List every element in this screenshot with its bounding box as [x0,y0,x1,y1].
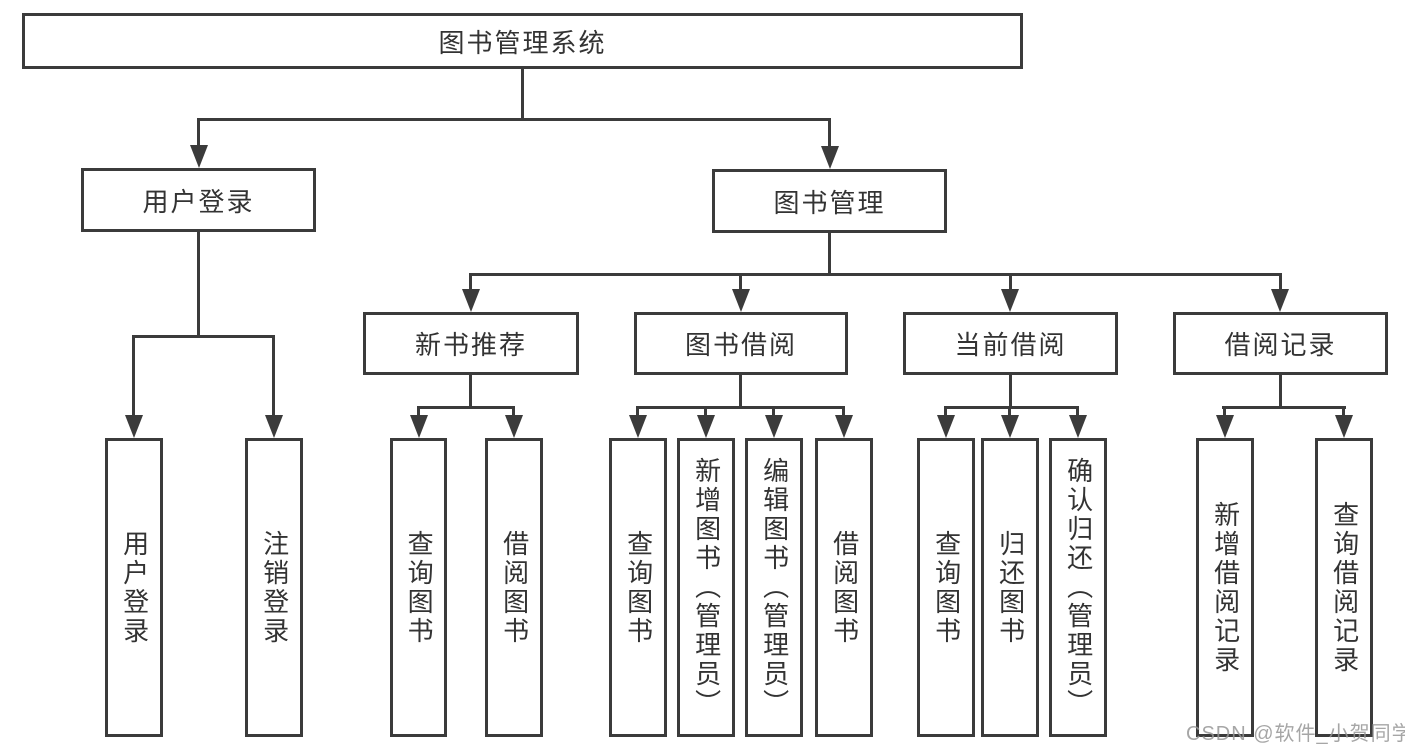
leaf-confirm-return-admin: 确认归还（管理员） [1049,438,1107,737]
leaf-label: 归还图书 [995,529,1026,646]
connector-line [469,273,472,292]
connector-line [1009,375,1012,409]
connector-line [944,406,947,418]
connector-line [828,233,831,276]
node-book-management: 图书管理 [712,169,947,233]
csdn-watermark: CSDN @软件_小贺同学 [1186,723,1405,745]
leaf-label: 借阅图书 [499,529,530,646]
arrow-down-icon [190,145,208,168]
arrow-down-icon [1271,289,1289,312]
leaf-label: 确认归还（管理员） [1063,457,1094,718]
arrow-down-icon [821,146,839,169]
arrow-down-icon [629,415,647,438]
connector-line [512,406,515,418]
connector-line [842,406,845,418]
connector-line [1009,273,1012,292]
arrow-down-icon [697,415,715,438]
arrow-down-icon [1216,415,1234,438]
leaf-add-borrow-record: 新增借阅记录 [1196,438,1254,737]
node-current-borrowing: 当前借阅 [903,312,1118,375]
leaf-query-borrow-record: 查询借阅记录 [1315,438,1373,737]
connector-line [132,335,275,338]
arrow-down-icon [732,289,750,312]
leaf-label: 编辑图书（管理员） [759,457,790,718]
leaf-edit-books-admin: 编辑图书（管理员） [745,438,803,737]
connector-line [417,406,420,418]
leaf-label: 查询图书 [404,529,435,646]
node-library-management-system: 图书管理系统 [22,13,1023,69]
connector-line [521,69,524,120]
node-borrowing-records: 借阅记录 [1173,312,1388,375]
leaf-logout: 注销登录 [245,438,303,737]
arrow-down-icon [835,415,853,438]
connector-line [636,406,639,418]
arrow-down-icon [765,415,783,438]
node-user-login: 用户登录 [81,168,316,232]
connector-line [739,273,742,292]
leaf-label: 新增借阅记录 [1210,500,1241,675]
connector-line [944,406,1079,409]
connector-line [469,375,472,409]
connector-line [1222,406,1346,409]
connector-line [132,335,135,418]
connector-line [1076,406,1079,418]
connector-line [772,406,775,418]
connector-line [828,118,831,148]
node-label: 当前借阅 [954,330,1067,360]
leaf-user-login: 用户登录 [105,438,163,737]
node-label: 借阅记录 [1224,330,1337,360]
connector-line [739,375,742,409]
node-label: 图书管理 [773,187,886,218]
leaf-query-books-recommend: 查询图书 [390,438,447,737]
connector-line [636,406,845,409]
connector-line [1342,406,1345,418]
leaf-label: 借阅图书 [829,529,860,646]
node-new-book-recommendation: 新书推荐 [363,312,579,375]
leaf-add-books-admin: 新增图书（管理员） [677,438,735,737]
connector-line [470,273,1282,276]
leaf-label: 新增图书（管理员） [691,457,722,718]
arrow-down-icon [1001,289,1019,312]
leaf-query-books-borrow: 查询图书 [609,438,667,737]
leaf-borrow-books-recommend: 借阅图书 [485,438,543,737]
arrow-down-icon [410,415,428,438]
connector-line [272,335,275,418]
leaf-label: 查询借阅记录 [1329,500,1360,675]
node-label: 图书借阅 [684,330,797,360]
leaf-borrow-books: 借阅图书 [815,438,873,737]
connector-line [704,406,707,418]
leaf-query-books-current: 查询图书 [917,438,975,737]
arrow-down-icon [937,415,955,438]
connector-line [197,118,200,148]
arrow-down-icon [1335,415,1353,438]
arrow-down-icon [462,289,480,312]
node-label: 图书管理系统 [438,27,607,58]
connector-line [1279,273,1282,292]
leaf-label: 注销登录 [259,529,290,646]
node-label: 用户登录 [142,186,255,217]
node-label: 新书推荐 [414,330,527,360]
leaf-label: 用户登录 [119,529,150,646]
arrow-down-icon [265,415,283,438]
leaf-label: 查询图书 [931,529,962,646]
connector-line [197,232,200,338]
connector-line [1008,406,1011,418]
connector-line [417,406,515,409]
node-book-borrowing: 图书借阅 [634,312,848,375]
connector-line [1223,406,1226,418]
arrow-down-icon [1069,415,1087,438]
leaf-return-books: 归还图书 [981,438,1039,737]
leaf-label: 查询图书 [623,529,654,646]
arrow-down-icon [505,415,523,438]
connector-line [1279,375,1282,409]
connector-line [198,118,831,121]
arrow-down-icon [125,415,143,438]
arrow-down-icon [1001,415,1019,438]
